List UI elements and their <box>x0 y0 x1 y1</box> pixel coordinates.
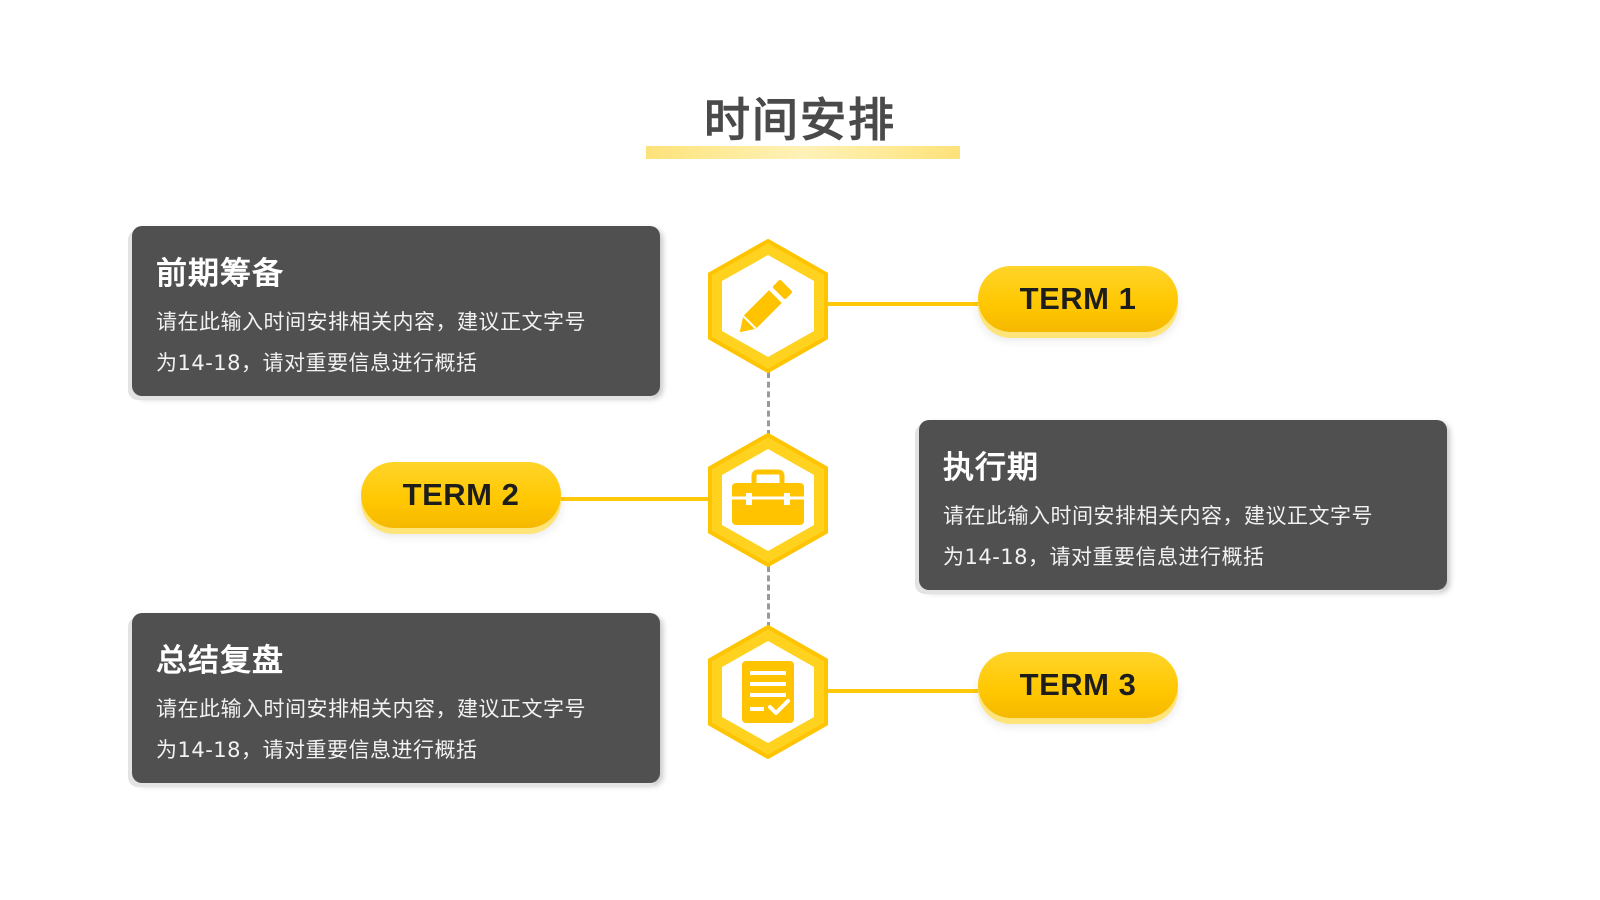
card-text-line: 请在此输入时间安排相关内容，建议正文字号 <box>156 310 586 334</box>
term-1-line <box>826 302 986 306</box>
term-2-line <box>548 497 708 501</box>
card-title: 总结复盘 <box>156 643 284 679</box>
timeline-node-1 <box>706 238 830 374</box>
timeline-card-2: 执行期 请在此输入时间安排相关内容，建议正文字号 为14-18，请对重要信息进行… <box>919 420 1447 590</box>
term-1-pill: TERM 1 <box>978 266 1178 332</box>
term-2-pill: TERM 2 <box>361 462 561 528</box>
timeline-connector-2 <box>767 566 770 628</box>
card-text-line: 为14-18，请对重要信息进行概括 <box>943 545 1265 569</box>
term-3-line <box>826 689 986 693</box>
timeline-card-3: 总结复盘 请在此输入时间安排相关内容，建议正文字号 为14-18，请对重要信息进… <box>132 613 660 783</box>
timeline-node-2 <box>706 432 830 568</box>
term-3-pill: TERM 3 <box>978 652 1178 718</box>
card-title: 前期筹备 <box>156 256 284 292</box>
card-text-line: 请在此输入时间安排相关内容，建议正文字号 <box>943 504 1373 528</box>
card-text-line: 请在此输入时间安排相关内容，建议正文字号 <box>156 697 586 721</box>
card-title: 执行期 <box>943 450 1039 486</box>
card-text-line: 为14-18，请对重要信息进行概括 <box>156 351 478 375</box>
page-title: 时间安排 <box>704 93 896 147</box>
timeline-card-1: 前期筹备 请在此输入时间安排相关内容，建议正文字号 为14-18，请对重要信息进… <box>132 226 660 396</box>
card-text-line: 为14-18，请对重要信息进行概括 <box>156 738 478 762</box>
checklist-icon <box>742 661 794 723</box>
pencil-icon <box>739 280 792 333</box>
timeline-node-3 <box>706 624 830 760</box>
title-underline <box>646 146 960 159</box>
timeline-connector-1 <box>767 372 770 436</box>
briefcase-icon <box>732 469 804 525</box>
